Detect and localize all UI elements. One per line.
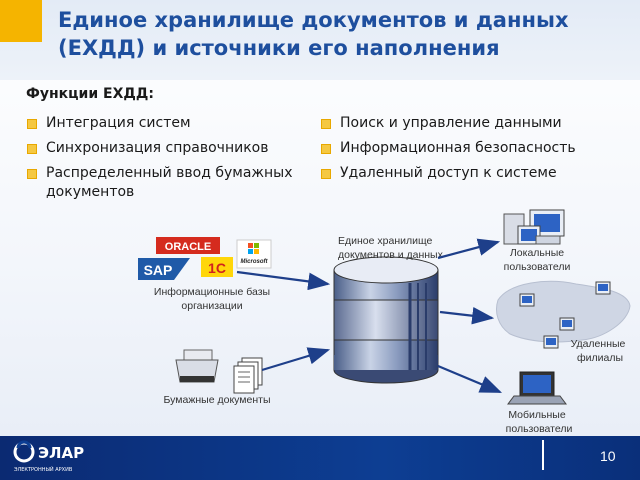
arrow-to-mobile-users — [437, 364, 503, 394]
arrow-to-local-users — [437, 238, 501, 260]
remote-branches-label-1: Удаленные — [571, 338, 626, 350]
remote-branches-label-2: филиалы — [577, 352, 623, 364]
function-item: Поиск и управление данными — [318, 114, 618, 133]
elar-logo: ЭЛАР ЭЛЕКТРОННЫЙ АРХИВ — [13, 440, 84, 473]
storage-label-1: Единое хранилище — [338, 235, 432, 247]
arrow-to-remote-branches — [439, 306, 495, 325]
function-item: Синхронизация справочников — [24, 139, 309, 158]
microsoft-logo-text: Microsoft — [241, 259, 269, 265]
logo-subtext: ЭЛЕКТРОННЫЙ АРХИВ — [14, 466, 73, 473]
slide-title: Единое хранилище документов и данных (ЕХ… — [58, 6, 633, 62]
footer-divider — [542, 440, 544, 470]
functions-list-right: Поиск и управление данными Информационна… — [318, 114, 618, 189]
oracle-logo: ORACLE — [156, 237, 220, 254]
accent-square — [0, 0, 42, 42]
microsoft-logo: Microsoft — [236, 239, 272, 269]
storage-cylinder — [333, 256, 439, 384]
function-item: Распределенный ввод бумажных документов — [24, 164, 309, 202]
oracle-logo-text: ORACLE — [165, 241, 211, 253]
printer-icon — [175, 349, 219, 383]
documents-icon — [233, 357, 263, 394]
mobile-users-label-2: пользователи — [506, 423, 573, 435]
arrow-infobases-to-storage — [236, 270, 331, 291]
1c-logo: 1С — [201, 257, 233, 277]
1c-logo-text: 1С — [208, 260, 226, 276]
storage-label-2: документов и данных — [338, 249, 444, 261]
sap-logo: SAP — [138, 258, 190, 280]
info-bases-label-2: организации — [181, 300, 242, 312]
functions-heading: Функции ЕХДД: — [26, 86, 154, 102]
computer-icon — [503, 209, 565, 245]
page-number: 10 — [600, 448, 616, 464]
sap-logo-text: SAP — [144, 262, 173, 278]
title-line-2: (ЕХДД) и источники его наполнения — [58, 36, 500, 60]
header-band — [0, 0, 640, 80]
local-users-label-1: Локальные — [510, 247, 564, 259]
laptop-icon — [507, 371, 567, 405]
logo-text: ЭЛАР — [38, 444, 84, 462]
functions-list-left: Интеграция систем Синхронизация справочн… — [24, 114, 309, 208]
function-item: Удаленный доступ к системе — [318, 164, 618, 183]
footer-bar — [0, 436, 640, 480]
function-item: Информационная безопасность — [318, 139, 618, 158]
info-bases-label-1: Информационные базы — [154, 286, 270, 298]
function-item: Интеграция систем — [24, 114, 309, 133]
title-line-1: Единое хранилище документов и данных — [58, 8, 569, 32]
local-users-label-2: пользователи — [504, 261, 571, 273]
map-icon — [496, 280, 631, 349]
paper-documents-label: Бумажные документы — [164, 394, 271, 406]
mobile-users-label-1: Мобильные — [508, 409, 566, 421]
arrow-paper-to-storage — [261, 347, 331, 372]
